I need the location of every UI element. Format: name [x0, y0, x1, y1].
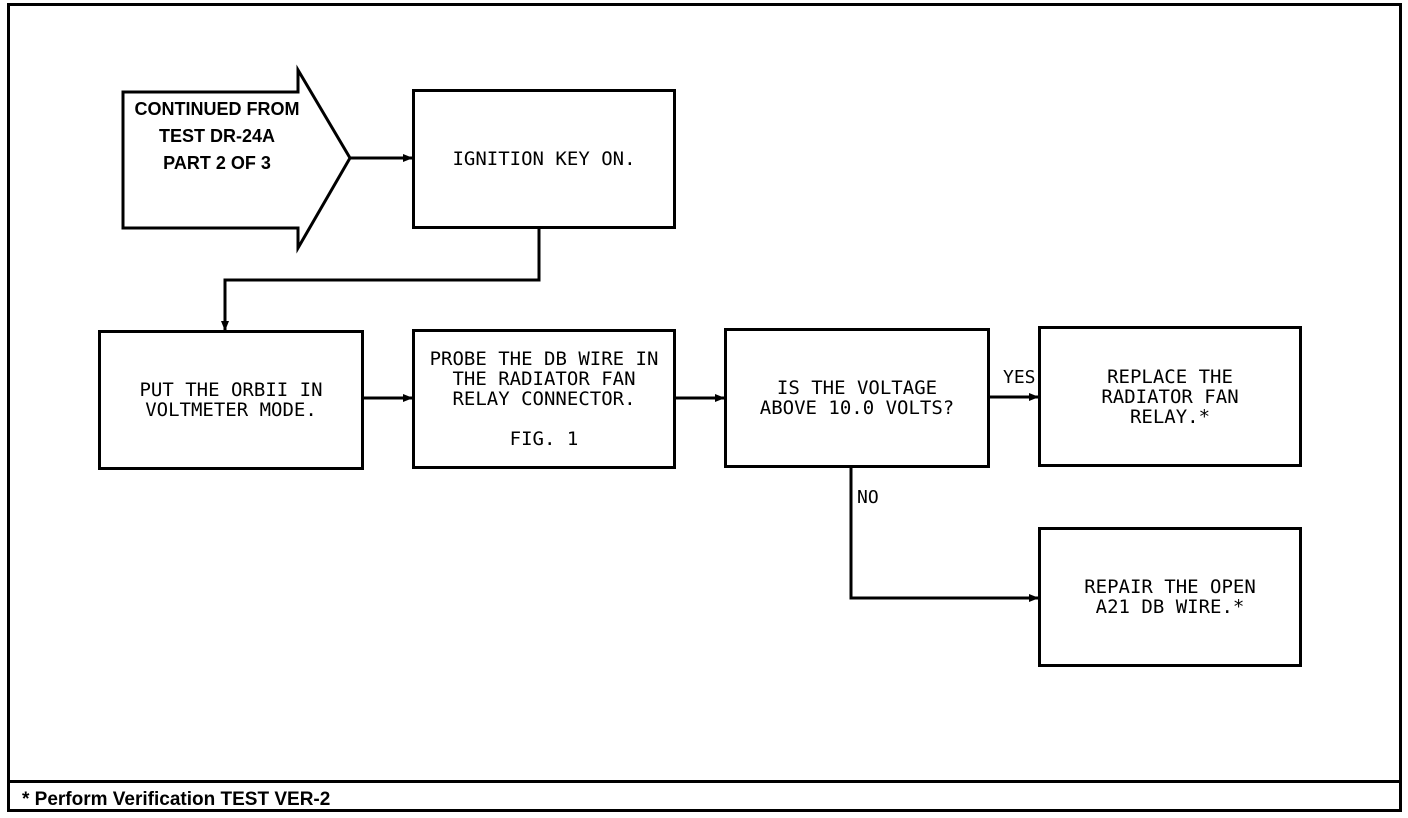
result-replace-relay: REPLACE THE RADIATOR FAN RELAY.*	[1038, 326, 1302, 467]
step-ignition-text: IGNITION KEY ON.	[452, 148, 636, 170]
arrow-ignition-to-orbii	[221, 229, 541, 331]
step-put-orbii-text: PUT THE ORBII IN VOLTMETER MODE.	[139, 379, 323, 421]
entry-arrow-label: CONTINUED FROM TEST DR-24A PART 2 OF 3	[122, 96, 312, 177]
result-repair-text: REPAIR THE OPEN A21 DB WIRE.*	[1084, 576, 1256, 618]
result-repair-wire: REPAIR THE OPEN A21 DB WIRE.*	[1038, 527, 1302, 667]
entry-line-2: TEST DR-24A	[158, 126, 275, 146]
entry-line-1: CONTINUED FROM	[134, 99, 300, 119]
step-probe-text: PROBE THE DB WIRE IN THE RADIATOR FAN RE…	[429, 348, 659, 410]
entry-arrow-shape	[121, 64, 352, 254]
decision-text: IS THE VOLTAGE ABOVE 10.0 VOLTS?	[759, 377, 955, 419]
step-ignition-key-on: IGNITION KEY ON.	[412, 89, 676, 229]
branch-yes-label: YES	[1003, 367, 1036, 388]
entry-line-3: PART 2 OF 3	[163, 153, 271, 173]
arrow-no-to-repair	[849, 468, 1039, 602]
footer-note: * Perform Verification TEST VER-2	[22, 789, 331, 810]
result-replace-text: REPLACE THE RADIATOR FAN RELAY.*	[1101, 365, 1239, 428]
step-put-orbii: PUT THE ORBII IN VOLTMETER MODE.	[98, 330, 364, 470]
footer-divider	[7, 780, 1402, 783]
decision-voltage-check: IS THE VOLTAGE ABOVE 10.0 VOLTS?	[724, 328, 990, 468]
diagram-frame	[7, 3, 1402, 812]
branch-no-label: NO	[857, 487, 879, 508]
figure-reference: FIG. 1	[509, 428, 579, 450]
step-probe-db-wire: PROBE THE DB WIRE IN THE RADIATOR FAN RE…	[412, 329, 676, 469]
